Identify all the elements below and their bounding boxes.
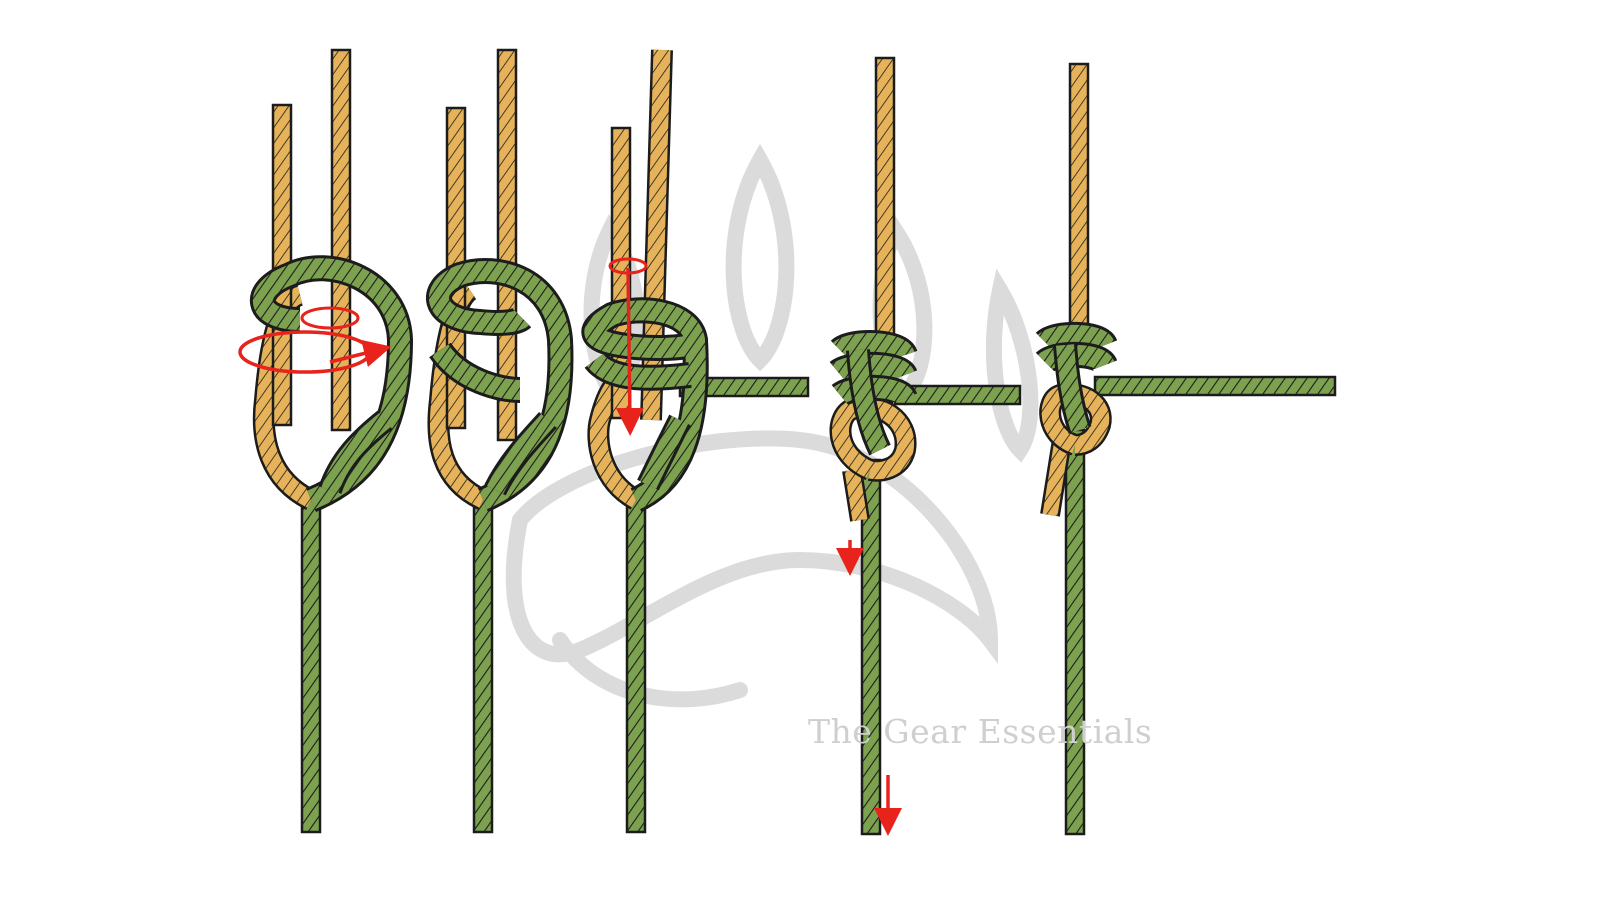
step-4 xyxy=(829,56,1022,836)
step-3 xyxy=(581,49,810,834)
red-arrow-icon xyxy=(329,339,392,367)
watermark-text: The Gear Essentials xyxy=(808,712,1153,751)
step-5 xyxy=(1035,62,1337,836)
red-arrow-icon xyxy=(300,306,360,330)
red-arrow-icon xyxy=(615,267,644,436)
step-2 xyxy=(426,48,574,834)
step-1 xyxy=(238,48,414,834)
